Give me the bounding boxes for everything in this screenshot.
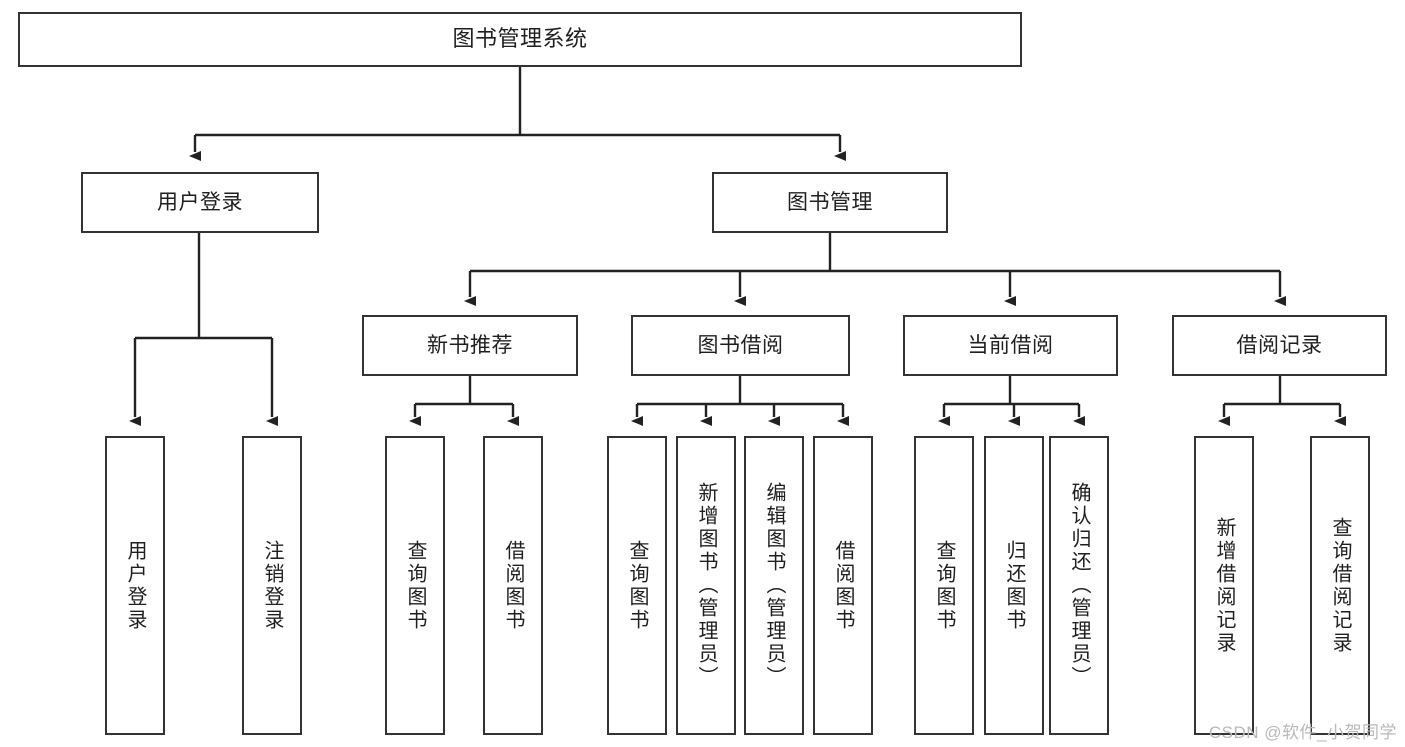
node-label: 查询图书 [626,539,648,632]
node-leaf-current-borrow-query[interactable]: 查询图书 [914,436,974,735]
node-label: 用户登录 [157,190,243,214]
node-leaf-book-borrow-add[interactable]: 新增图书（管理员） [676,436,736,735]
node-label: 用户登录 [124,539,146,632]
node-label: 图书管理系统 [452,26,588,52]
watermark-text: CSDN @软件_小贺同学 [1208,723,1397,742]
node-label: 归还图书 [1003,539,1025,632]
node-root-system[interactable]: 图书管理系统 [18,12,1022,67]
node-leaf-new-book-borrow[interactable]: 借阅图书 [483,436,543,735]
node-leaf-book-borrow-query[interactable]: 查询图书 [607,436,667,735]
node-new-book-recommend[interactable]: 新书推荐 [362,315,578,376]
node-leaf-current-borrow-return[interactable]: 归还图书 [984,436,1044,735]
node-leaf-borrow-record-add[interactable]: 新增借阅记录 [1194,436,1254,735]
node-label: 当前借阅 [967,333,1054,357]
node-label: 新增借阅记录 [1213,516,1235,655]
node-label: 查询借阅记录 [1329,516,1351,655]
node-label: 图书管理 [787,190,873,214]
node-user-login[interactable]: 用户登录 [81,172,319,233]
node-label: 借阅图书 [832,539,854,632]
node-leaf-book-borrow-edit[interactable]: 编辑图书（管理员） [744,436,804,735]
node-label: 新书推荐 [427,333,513,357]
node-label: 借阅记录 [1236,333,1323,357]
node-label: 查询图书 [404,539,426,632]
node-label: 确认归还（管理员） [1068,482,1090,689]
node-label: 查询图书 [933,539,955,632]
node-label: 注销登录 [261,539,283,632]
node-leaf-user-login-logout[interactable]: 注销登录 [242,436,302,735]
node-borrow-record[interactable]: 借阅记录 [1172,315,1387,376]
node-leaf-book-borrow-borrow[interactable]: 借阅图书 [813,436,873,735]
node-current-borrow[interactable]: 当前借阅 [903,315,1118,376]
node-leaf-current-borrow-confirm[interactable]: 确认归还（管理员） [1049,436,1109,735]
node-label: 新增图书（管理员） [695,482,717,689]
node-label: 借阅图书 [502,539,524,632]
node-leaf-new-book-query[interactable]: 查询图书 [385,436,445,735]
node-book-manage[interactable]: 图书管理 [712,172,948,233]
node-leaf-user-login-login[interactable]: 用户登录 [105,436,165,735]
node-leaf-borrow-record-query[interactable]: 查询借阅记录 [1310,436,1370,735]
node-label: 编辑图书（管理员） [763,482,785,689]
node-book-borrow[interactable]: 图书借阅 [631,315,850,376]
node-label: 图书借阅 [697,333,784,357]
